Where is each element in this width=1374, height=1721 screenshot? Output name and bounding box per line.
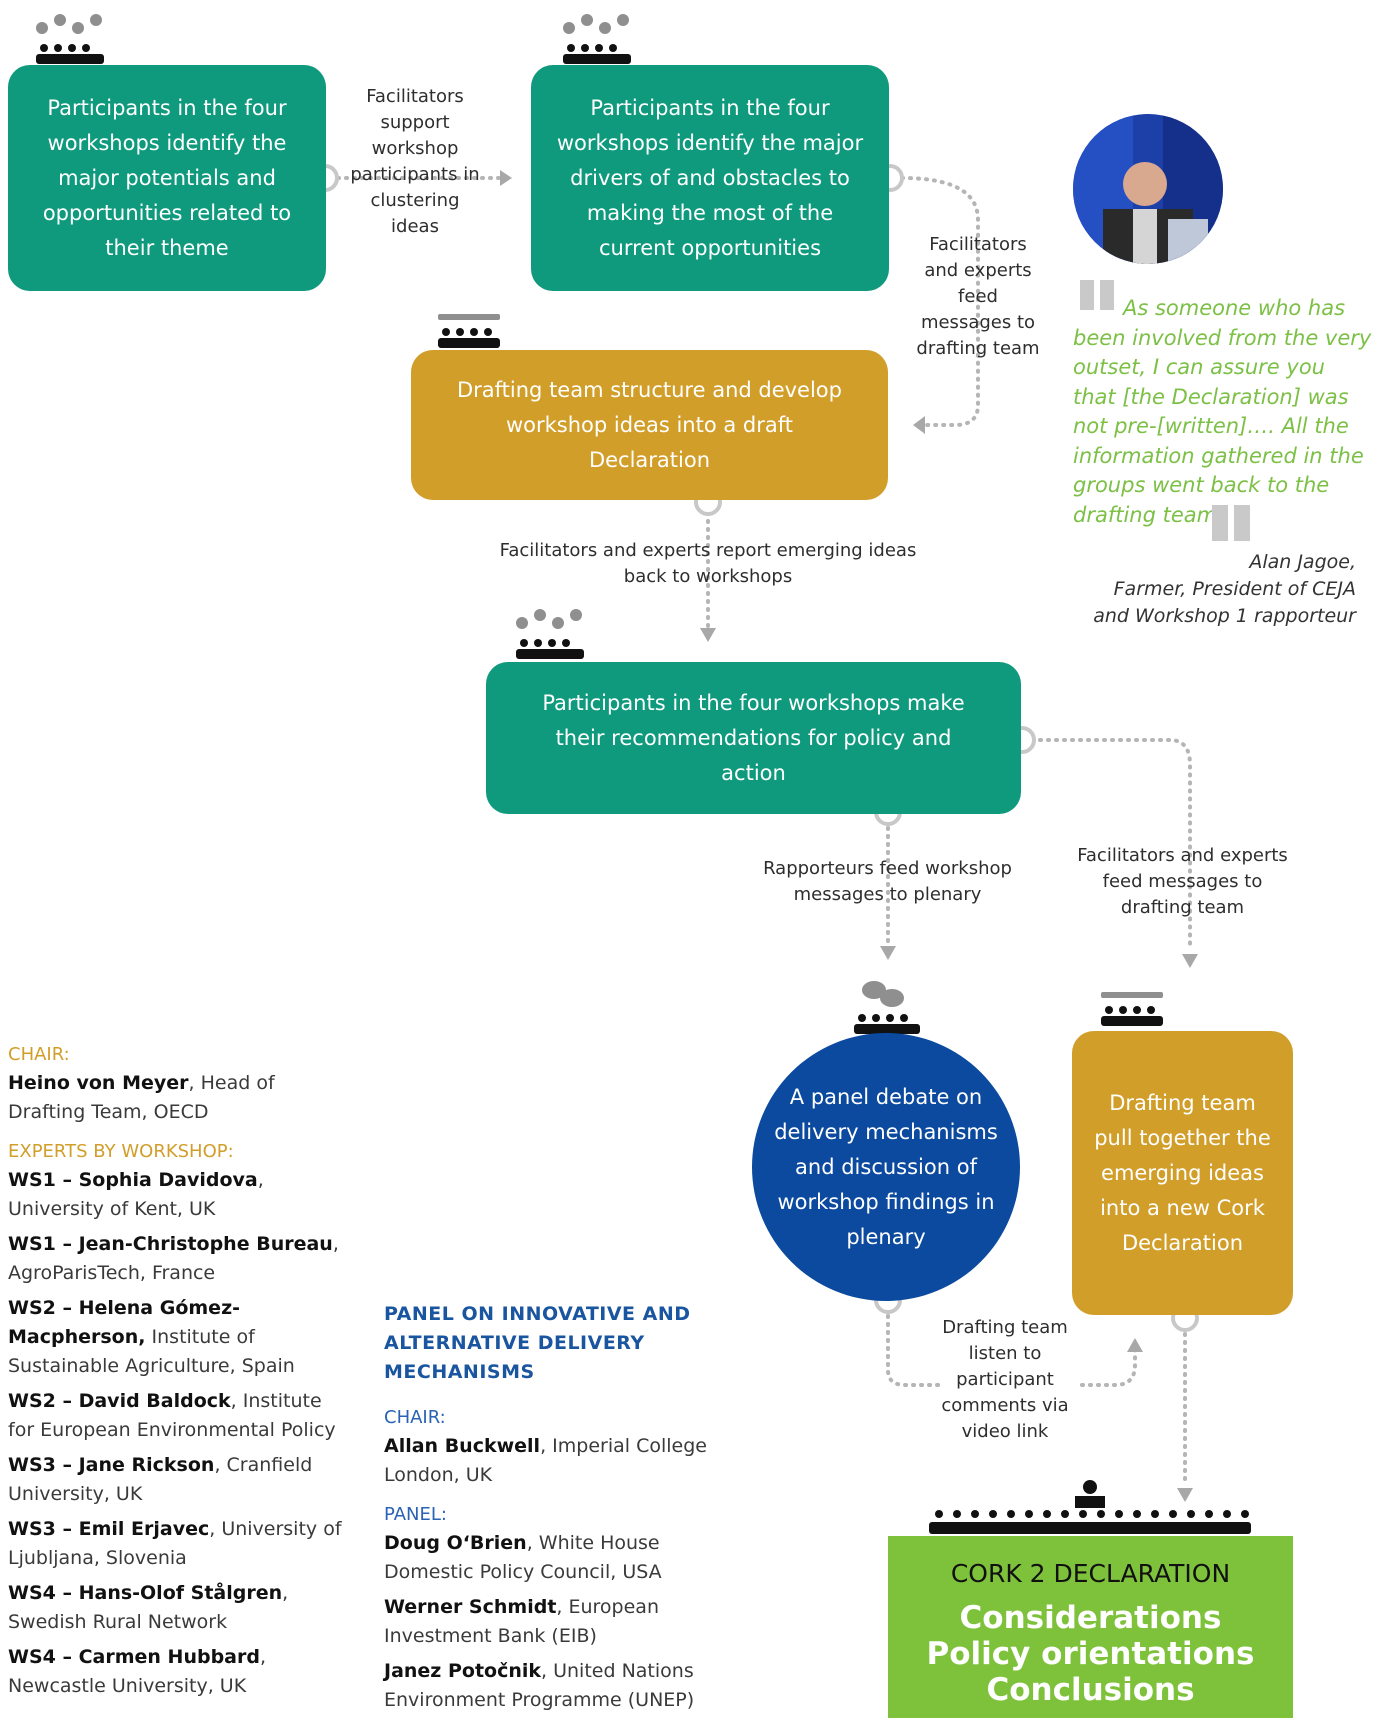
step-2-text: Participants in the four workshops ident… xyxy=(556,95,864,260)
drafting-team-box: Drafting team pull together the emerging… xyxy=(1072,1031,1293,1315)
panel-member-aff: , White House Domestic Policy Council, U… xyxy=(384,1532,662,1583)
label-report-back: Facilitators and experts report emerging… xyxy=(499,540,917,587)
expert-aff: , AgroParisTech, France xyxy=(8,1233,339,1284)
expert-aff: Institute of Sustainable Agriculture, Sp… xyxy=(8,1326,295,1377)
declaration-item-3: Conclusions xyxy=(986,1672,1195,1708)
expert-aff: , University of Ljubljana, Slovenia xyxy=(8,1518,342,1569)
panel-chair-name: Allan Buckwell xyxy=(384,1435,541,1457)
portrait-photo xyxy=(1073,114,1223,264)
step-1-box: Participants in the four workshops ident… xyxy=(8,65,326,291)
testimonial-quote: As someone who has been involved from th… xyxy=(1073,296,1372,527)
expert-aff: , Swedish Rural Network xyxy=(8,1582,289,1633)
expert-name: WS3 – Jane Rickson xyxy=(8,1454,215,1476)
step-3-text: Drafting team structure and develop work… xyxy=(456,377,842,472)
panel-debate-text: A panel debate on delivery mechanisms an… xyxy=(774,1084,998,1249)
quote-name: Alan Jagoe, xyxy=(1249,551,1356,573)
quote-role-1: Farmer, President of CEJA xyxy=(1113,578,1356,600)
declaration-title: CORK 2 DECLARATION xyxy=(950,1559,1231,1588)
panel-title: PANEL ON INNOVATIVE AND ALTERNATIVE DELI… xyxy=(384,1303,691,1383)
panel-debate-circle: A panel debate on delivery mechanisms an… xyxy=(752,1033,1020,1301)
label-feed-drafting: Facilitators and experts feed messages t… xyxy=(916,234,1040,359)
speaker-audience-icon xyxy=(929,1480,1251,1534)
pen-audience-icon xyxy=(438,314,500,348)
speech-audience-icon xyxy=(854,981,920,1034)
quote-role-2: and Workshop 1 rapporteur xyxy=(1093,605,1356,627)
experts-list: CHAIR: Heino von Meyer, Head of Drafting… xyxy=(8,1040,353,1707)
step-4-box: Participants in the four workshops make … xyxy=(486,662,1021,814)
label-video-link: Drafting team listen to participant comm… xyxy=(941,1317,1069,1442)
expert-aff: , Newcastle University, UK xyxy=(8,1646,267,1697)
expert-name: WS2 – Helena Gómez-Macpherson, xyxy=(8,1297,241,1348)
panel-chair-aff: , Imperial College London, UK xyxy=(384,1435,707,1486)
panel-heading: PANEL: xyxy=(384,1504,447,1525)
quote-attribution: Alan Jagoe, Farmer, President of CEJA an… xyxy=(1060,549,1356,630)
open-quote-icon xyxy=(1080,280,1114,310)
expert-name: WS2 – David Baldock xyxy=(8,1390,231,1412)
declaration-box: CORK 2 DECLARATION Considerations Policy… xyxy=(888,1536,1293,1718)
close-quote-icon xyxy=(1212,505,1250,541)
step-3-box: Drafting team structure and develop work… xyxy=(411,350,888,500)
gears-audience-icon xyxy=(516,609,584,659)
expert-aff: , University of Kent, UK xyxy=(8,1169,264,1220)
panel-list: CHAIR: Allan Buckwell, Imperial College … xyxy=(384,1403,724,1721)
expert-name: WS4 – Hans-Olof Stålgren xyxy=(8,1582,283,1604)
expert-aff: , Cranfield University, UK xyxy=(8,1454,313,1505)
label-clustering: Facilitators support workshop participan… xyxy=(350,86,480,237)
declaration-item-1: Considerations xyxy=(959,1600,1222,1636)
gears-audience-icon xyxy=(563,14,631,64)
panel-chair-heading: CHAIR: xyxy=(384,1407,446,1428)
expert-name: WS1 – Jean-Christophe Bureau xyxy=(8,1233,333,1255)
drafting-team-text: Drafting team pull together the emerging… xyxy=(1094,1090,1271,1255)
gears-audience-icon xyxy=(36,14,104,64)
expert-name: WS3 – Emil Erjavec xyxy=(8,1518,210,1540)
panel-member-aff: , European Investment Bank (EIB) xyxy=(384,1596,659,1647)
chair-heading: CHAIR: xyxy=(8,1044,70,1065)
step-2-box: Participants in the four workshops ident… xyxy=(531,65,889,291)
chair-role: , Head of Drafting Team, OECD xyxy=(8,1072,275,1123)
panel-member-name: Werner Schmidt xyxy=(384,1596,557,1618)
step-1-text: Participants in the four workshops ident… xyxy=(42,95,292,260)
expert-name: WS1 – Sophia Davidova xyxy=(8,1169,258,1191)
expert-aff: , Institute for European Environmental P… xyxy=(8,1390,336,1441)
panel-member-aff: , United Nations Environment Programme (… xyxy=(384,1660,695,1711)
label-rapporteurs: Rapporteurs feed workshop messages to pl… xyxy=(763,858,1012,905)
panel-member-name: Doug O‘Brien xyxy=(384,1532,527,1554)
expert-name: WS4 – Carmen Hubbard xyxy=(8,1646,260,1668)
label-feed-drafting-2: Facilitators and experts feed messages t… xyxy=(1077,845,1288,918)
step-4-text: Participants in the four workshops make … xyxy=(542,690,965,785)
declaration-item-2: Policy orientations xyxy=(926,1636,1255,1672)
chair-name: Heino von Meyer xyxy=(8,1072,189,1094)
pen-audience-icon xyxy=(1101,992,1163,1026)
experts-heading: EXPERTS BY WORKSHOP: xyxy=(8,1141,234,1162)
panel-member-name: Janez Potočnik xyxy=(384,1660,542,1682)
